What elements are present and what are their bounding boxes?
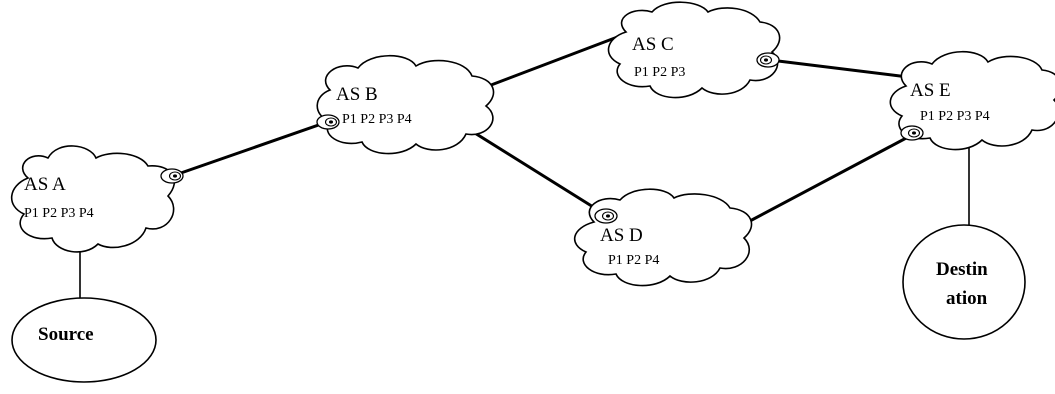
source-ellipse [11,297,157,383]
destination-node: Destin ation [902,224,1026,340]
link-as-b-as-c [468,31,630,95]
destination-label-line2: ation [946,288,988,309]
cloud-outline [10,145,176,253]
link-as-a-as-b [176,119,332,176]
source-label: Source [38,324,94,345]
as-title: AS A [24,174,66,195]
link-as-b-as-d [460,123,608,217]
link-layer [176,31,918,224]
as-prefixes: P1 P2 P3 P4 [342,112,412,127]
as-prefixes: P1 P2 P3 P4 [24,206,94,221]
as-prefixes: P1 P2 P4 [608,253,659,268]
as-prefixes: P1 P2 P3 [634,65,685,80]
router-icon-as-d [594,208,618,224]
router-icon-as-e [900,125,924,141]
as-title: AS C [632,34,674,55]
cloud-outline [574,188,753,287]
link-as-d-as-e [746,134,912,224]
as-cloud-a: AS A P1 P2 P3 P4 [10,145,176,253]
as-cloud-c: AS C P1 P2 P3 [607,1,781,99]
destination-ellipse [902,224,1026,340]
tether-layer [79,146,970,302]
as-cloud-b: AS B P1 P2 P3 P4 [316,55,495,155]
as-title: AS B [336,84,378,105]
as-cloud-e: AS E P1 P2 P3 P4 [889,51,1055,151]
as-cloud-d: AS D P1 P2 P4 [574,188,753,287]
as-title: AS E [910,80,951,101]
as-prefixes: P1 P2 P3 P4 [920,109,990,124]
cloud-outline [316,55,495,155]
router-icon-as-a [160,168,184,184]
router-icon-as-c [756,52,780,68]
cloud-outline [607,1,781,99]
source-node: Source [11,297,157,383]
router-icon-as-b [316,114,340,130]
link-as-c-as-e [768,58,918,80]
destination-label-line1: Destin [936,259,988,280]
as-title: AS D [600,225,643,246]
